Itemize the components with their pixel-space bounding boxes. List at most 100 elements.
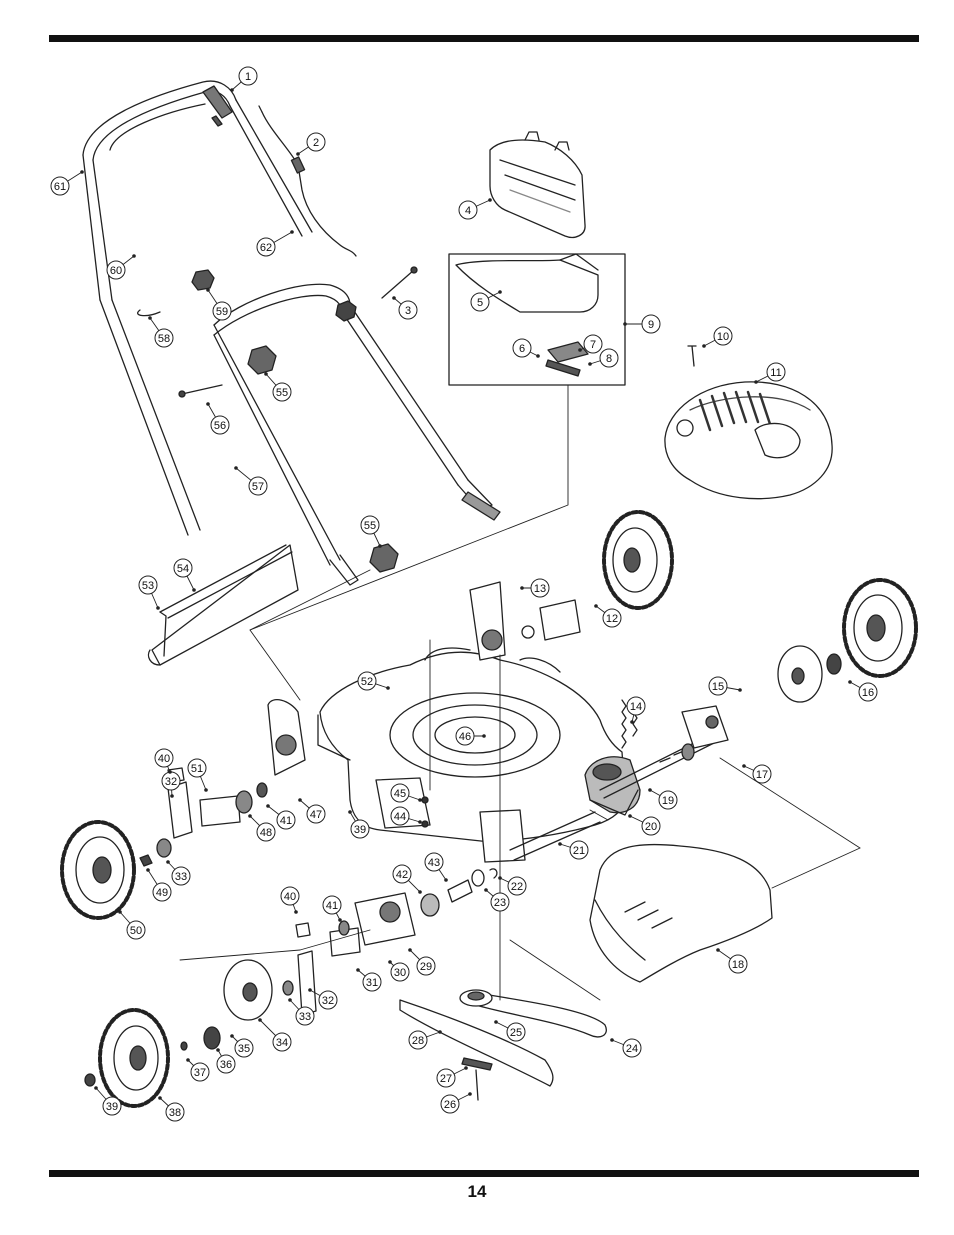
callout-number: 30 xyxy=(394,967,406,979)
callout-arrowhead xyxy=(338,918,342,922)
callout-arrowhead xyxy=(166,860,170,864)
callout-circle xyxy=(216,1054,236,1074)
callout-arrowhead xyxy=(594,604,598,608)
callout-arrowhead xyxy=(702,344,706,348)
callout-circle xyxy=(641,816,661,836)
callout-arrowhead xyxy=(558,842,562,846)
callout-circle xyxy=(187,758,207,778)
callout-arrowhead xyxy=(170,794,174,798)
callout-number: 33 xyxy=(299,1011,311,1023)
callout-54: 54 xyxy=(173,558,196,592)
callout-circle xyxy=(390,783,410,803)
callout-arrowhead xyxy=(498,876,502,880)
callout-circle xyxy=(641,314,661,334)
callout-number: 18 xyxy=(732,959,744,971)
callout-number: 21 xyxy=(573,845,585,857)
callout-circle xyxy=(322,895,342,915)
knobs xyxy=(191,269,399,573)
callout-number: 32 xyxy=(165,776,177,788)
callout-6: 6 xyxy=(512,338,540,358)
callout-number: 52 xyxy=(361,676,373,688)
lower-handle xyxy=(99,283,501,586)
callout-39: 39 xyxy=(94,1086,122,1116)
callout-number: 20 xyxy=(645,821,657,833)
callout-circle xyxy=(512,338,532,358)
callout-arrowhead xyxy=(168,770,172,774)
callout-number: 54 xyxy=(177,563,189,575)
callout-12: 12 xyxy=(594,604,622,628)
callout-58: 58 xyxy=(148,316,174,348)
callout-38: 38 xyxy=(158,1096,185,1122)
callout-1: 1 xyxy=(230,66,258,92)
callout-arrowhead xyxy=(290,230,294,234)
callout-circle xyxy=(106,260,126,280)
callout-number: 48 xyxy=(260,827,272,839)
callout-4: 4 xyxy=(458,198,492,220)
callout-number: 14 xyxy=(630,701,642,713)
callout-circle xyxy=(398,300,418,320)
callout-arrowhead xyxy=(488,198,492,202)
callout-17: 17 xyxy=(742,764,772,784)
callout-circle xyxy=(602,608,622,628)
handle-clamp xyxy=(202,85,233,127)
callout-number: 51 xyxy=(191,763,203,775)
callout-number: 27 xyxy=(440,1073,452,1085)
callout-2: 2 xyxy=(296,132,326,156)
callout-arrowhead xyxy=(146,868,150,872)
callout-arrowhead xyxy=(356,968,360,972)
callout-arrowhead xyxy=(230,1034,234,1038)
callout-circle xyxy=(280,886,300,906)
callout-7: 7 xyxy=(578,334,603,354)
callout-circle xyxy=(295,1006,315,1026)
catcher-top xyxy=(489,131,586,239)
callout-arrowhead xyxy=(610,1038,614,1042)
callout-number: 13 xyxy=(534,583,546,595)
wheel-front-left xyxy=(60,767,268,920)
callout-62: 62 xyxy=(256,230,294,257)
wheel-rear-right xyxy=(777,578,918,703)
callout-52: 52 xyxy=(357,671,390,691)
callout-45: 45 xyxy=(390,783,422,803)
callout-39: 39 xyxy=(348,810,370,839)
wheel-rear-right-upper xyxy=(602,510,674,610)
callout-arrowhead xyxy=(158,1096,162,1100)
callout-10: 10 xyxy=(702,326,733,348)
callout-circle xyxy=(256,822,276,842)
callout-number: 17 xyxy=(756,769,768,781)
callout-number: 38 xyxy=(169,1107,181,1119)
callout-arrowhead xyxy=(742,764,746,768)
callout-number: 45 xyxy=(394,788,406,800)
callout-33: 33 xyxy=(288,998,315,1026)
callout-circle xyxy=(424,852,444,872)
callout-number: 15 xyxy=(712,681,724,693)
callout-arrowhead xyxy=(298,798,302,802)
page-number: 14 xyxy=(467,1182,487,1201)
callout-arrowhead xyxy=(248,814,252,818)
callout-arrowhead xyxy=(206,288,210,292)
callout-59: 59 xyxy=(206,288,232,321)
callout-number: 60 xyxy=(110,265,122,277)
callout-circle xyxy=(190,1062,210,1082)
callout-circle xyxy=(360,515,380,535)
callout-47: 47 xyxy=(298,798,326,824)
callout-number: 41 xyxy=(280,815,292,827)
callout-circle xyxy=(436,1068,456,1088)
callout-arrowhead xyxy=(648,788,652,792)
callout-56: 56 xyxy=(206,402,230,435)
callout-number: 7 xyxy=(590,339,596,351)
callout-8: 8 xyxy=(588,348,619,368)
callout-26: 26 xyxy=(440,1092,472,1114)
callout-circle xyxy=(238,66,258,86)
callout-48: 48 xyxy=(248,814,276,842)
callout-arrowhead xyxy=(294,910,298,914)
engine-shroud xyxy=(664,381,833,500)
callout-number: 39 xyxy=(354,824,366,836)
callout-9: 9 xyxy=(623,314,661,334)
callout-number: 44 xyxy=(394,811,406,823)
callout-3: 3 xyxy=(392,296,418,320)
callout-11: 11 xyxy=(754,362,786,384)
callout-circle xyxy=(234,1038,254,1058)
callout-circle xyxy=(766,362,786,382)
height-adjuster-rear-left xyxy=(469,581,581,661)
